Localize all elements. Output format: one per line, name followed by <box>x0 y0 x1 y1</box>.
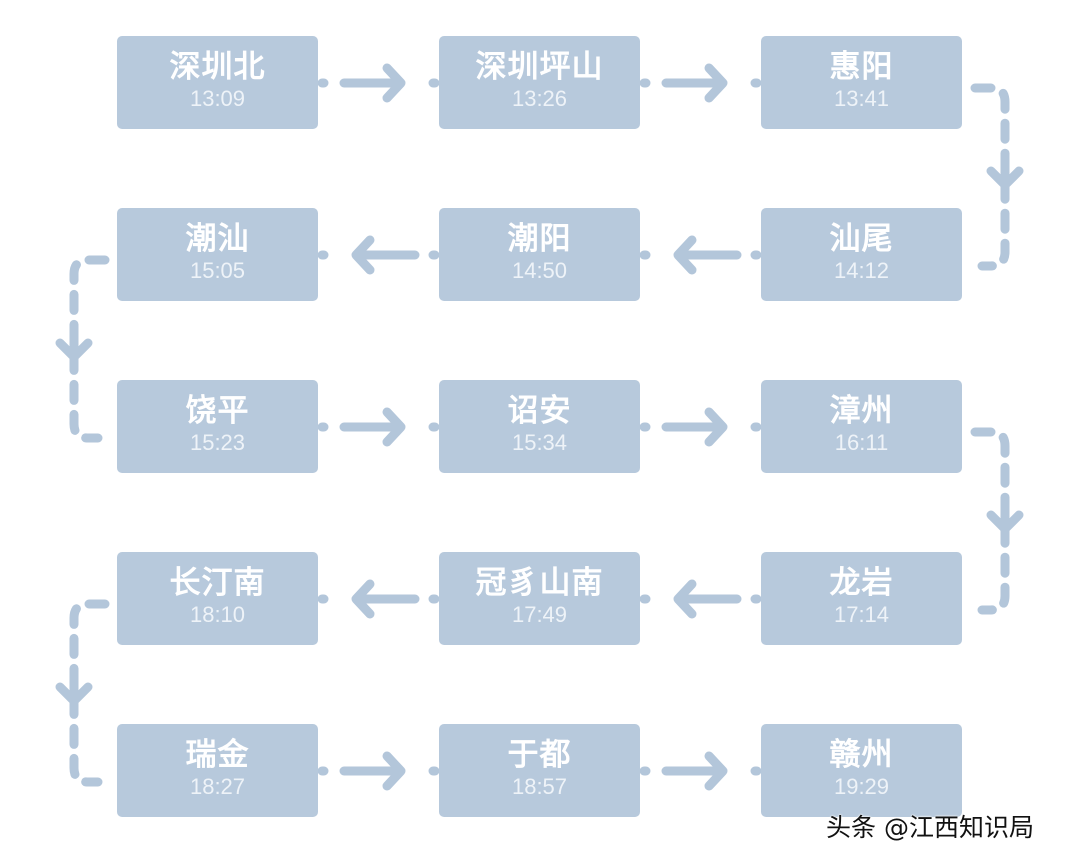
station-name: 深圳坪山 <box>475 49 604 85</box>
station-time: 15:05 <box>189 258 246 283</box>
station-name: 诏安 <box>507 393 572 429</box>
watermark: 头条 @江西知识局 <box>826 813 1034 842</box>
dashed-connector <box>970 83 1010 271</box>
dashed-connector <box>69 599 110 787</box>
station-name: 汕尾 <box>829 221 894 257</box>
arrow-right-icon <box>661 751 728 791</box>
station-time: 13:26 <box>511 86 568 111</box>
station-time: 17:14 <box>833 602 890 627</box>
station-name: 饶平 <box>185 393 250 429</box>
arrow-left-icon <box>351 235 420 275</box>
station-time: 18:10 <box>189 602 246 627</box>
station-name: 深圳北 <box>169 49 266 85</box>
station-time: 13:41 <box>833 86 890 111</box>
station-time: 18:57 <box>511 774 568 799</box>
arrow-right-icon <box>339 63 406 103</box>
station-name: 赣州 <box>829 737 894 773</box>
arrow-down-icon <box>986 494 1024 534</box>
station-name: 冠豸山南 <box>475 565 604 601</box>
station-name: 惠阳 <box>829 49 894 85</box>
arrow-down-icon <box>55 666 93 706</box>
station-time: 18:27 <box>189 774 246 799</box>
arrow-left-icon <box>673 579 742 619</box>
station-time: 16:11 <box>834 430 889 455</box>
station-time: 19:29 <box>833 774 890 799</box>
arrow-right-icon <box>661 63 728 103</box>
station-name: 龙岩 <box>829 565 894 601</box>
arrow-down-icon <box>986 150 1024 190</box>
station-time: 15:34 <box>511 430 568 455</box>
arrow-right-icon <box>339 751 406 791</box>
arrow-left-icon <box>673 235 742 275</box>
station-time: 15:23 <box>189 430 246 455</box>
arrow-right-icon <box>661 407 728 447</box>
arrow-right-icon <box>339 407 406 447</box>
dashed-connector <box>69 255 110 443</box>
arrow-down-icon <box>55 322 93 362</box>
station-time: 17:49 <box>511 602 568 627</box>
station-name: 瑞金 <box>185 737 250 773</box>
station-name: 潮阳 <box>507 221 572 257</box>
station-name: 长汀南 <box>169 565 266 601</box>
station-name: 于都 <box>507 737 572 773</box>
station-time: 14:50 <box>511 258 568 283</box>
station-time: 14:12 <box>833 258 890 283</box>
station-name: 潮汕 <box>185 221 250 257</box>
dashed-connector <box>970 427 1010 615</box>
station-name: 漳州 <box>829 393 894 429</box>
station-time: 13:09 <box>189 86 246 111</box>
arrow-left-icon <box>351 579 420 619</box>
